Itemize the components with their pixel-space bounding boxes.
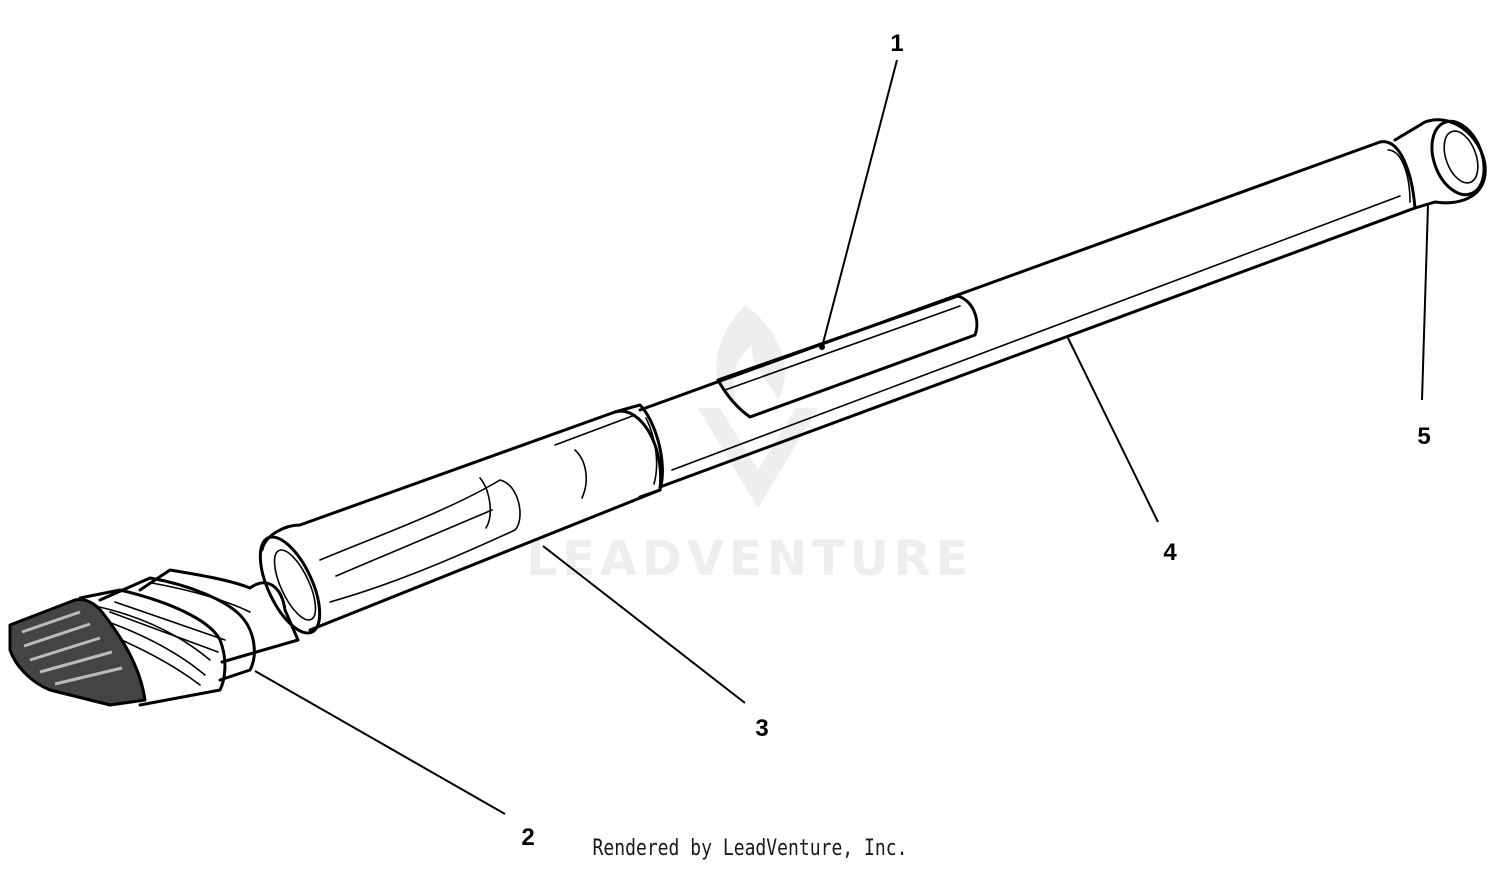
callout-2: 2 bbox=[521, 824, 534, 851]
leader-1 bbox=[821, 59, 898, 348]
callout-5: 5 bbox=[1417, 423, 1430, 450]
leader-4 bbox=[1067, 337, 1159, 523]
end-cap bbox=[1378, 118, 1487, 210]
callout-1: 1 bbox=[890, 30, 903, 57]
leader-1-dot bbox=[819, 344, 825, 350]
grip-sleeve bbox=[258, 409, 663, 635]
watermark-text: LEADVENTURE bbox=[527, 531, 974, 587]
callout-4: 4 bbox=[1163, 539, 1177, 566]
brush-head bbox=[8, 568, 300, 707]
leader-lines bbox=[254, 59, 1429, 815]
leader-3 bbox=[542, 545, 746, 704]
callout-labels: 1 2 3 4 5 bbox=[521, 30, 1430, 851]
leader-2 bbox=[254, 670, 506, 815]
callout-3: 3 bbox=[755, 715, 768, 742]
label-decal bbox=[716, 294, 979, 419]
flame-icon bbox=[698, 305, 818, 508]
render-credit: Rendered by LeadVenture, Inc. bbox=[592, 836, 908, 861]
leader-5 bbox=[1421, 204, 1429, 401]
watermark: LEADVENTURE bbox=[527, 305, 974, 587]
